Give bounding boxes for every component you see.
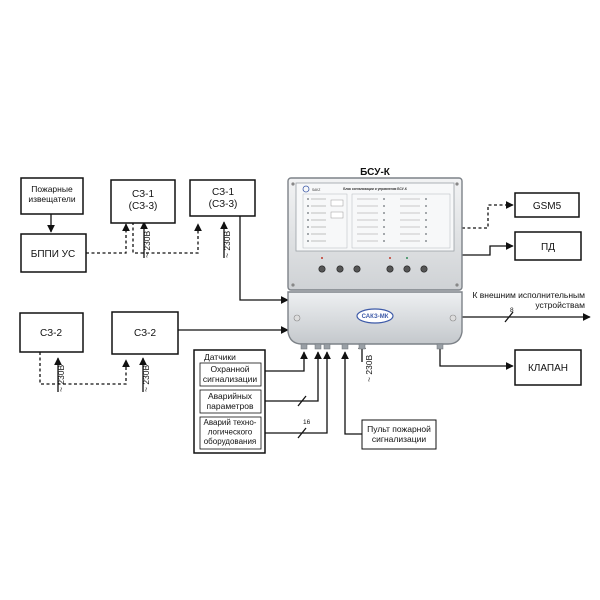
sz2-b-box: СЗ-2 — [111, 311, 179, 355]
gsm-box: GSM5 — [514, 192, 580, 218]
sz1a-to-sz1b-dashed-line — [132, 222, 202, 254]
valve-label: КЛАПАН — [528, 363, 568, 374]
bus-count-8: 8 — [510, 307, 514, 314]
sensor-equipment-box — [199, 416, 262, 450]
device-to-pd-line — [462, 242, 514, 256]
bsu-k-device: БСУ-К SAKZ Блок сигнализации и управлени… — [287, 167, 463, 350]
device-power-label: ~ 230В — [364, 354, 374, 382]
sensor-equipment-line — [265, 351, 331, 434]
bus-count-16: 16 — [303, 419, 311, 426]
sensor-security-box — [199, 362, 262, 387]
device-cable-glands — [300, 343, 444, 350]
sz1-b-box: СЗ-1(СЗ-3) — [189, 179, 256, 217]
sz2a-power-label: ~ 230В — [56, 364, 66, 392]
sz2-a-label: СЗ-2 — [40, 328, 62, 339]
pd-label: ПД — [541, 242, 555, 253]
device-badge-label: САКЗ-МК — [362, 314, 389, 320]
device-panel-caption: Блок сигнализации и управления БСУ-К — [343, 187, 407, 191]
bus-slash-16 — [297, 427, 307, 439]
device-right-indicators — [357, 198, 427, 242]
bppi-box: БППИ УС — [20, 233, 87, 273]
bus-slash-params — [297, 395, 307, 407]
sz2-a-box: СЗ-2 — [19, 312, 84, 353]
device-to-valve-line — [439, 344, 514, 370]
sz1-a-label: СЗ-1(СЗ-3) — [129, 189, 158, 212]
gsm-label: GSM5 — [533, 201, 562, 212]
sz1a-power-label: ~ 230В — [142, 230, 152, 258]
device-title: БСУ-К — [360, 167, 391, 178]
sz1b-to-device-line — [239, 216, 289, 304]
sz2-b-label: СЗ-2 — [134, 328, 156, 339]
device-logo-text: SAKZ — [312, 188, 320, 192]
sz1b-power-label: ~ 230В — [222, 230, 232, 258]
sz1-b-label: СЗ-1(СЗ-3) — [209, 187, 238, 210]
bppi-label: БППИ УС — [31, 249, 75, 260]
sensor-params-box — [199, 389, 262, 414]
device-left-indicators — [307, 198, 344, 242]
sz2b-power-label: ~ 230В — [141, 364, 151, 392]
device-front-panel — [295, 182, 455, 252]
valve-box: КЛАПАН — [514, 349, 582, 386]
sz1-a-box: СЗ-1(СЗ-3) — [110, 179, 176, 224]
sz2a-to-sz2b-dashed-line — [39, 352, 130, 385]
pd-box: ПД — [514, 231, 582, 261]
device-control-buttons — [291, 257, 459, 287]
bus-slash-8 — [504, 311, 514, 323]
sensors-title: Датчики — [204, 352, 236, 362]
fire-panel-line — [341, 351, 362, 435]
device-badge — [356, 308, 394, 324]
device-to-gsm-dashed-line — [462, 201, 514, 229]
sensor-security-line — [265, 351, 308, 372]
bppi-to-sz1-dashed-line — [86, 223, 130, 254]
sensor-params-line — [265, 351, 322, 402]
device-logo-icon — [302, 185, 310, 193]
